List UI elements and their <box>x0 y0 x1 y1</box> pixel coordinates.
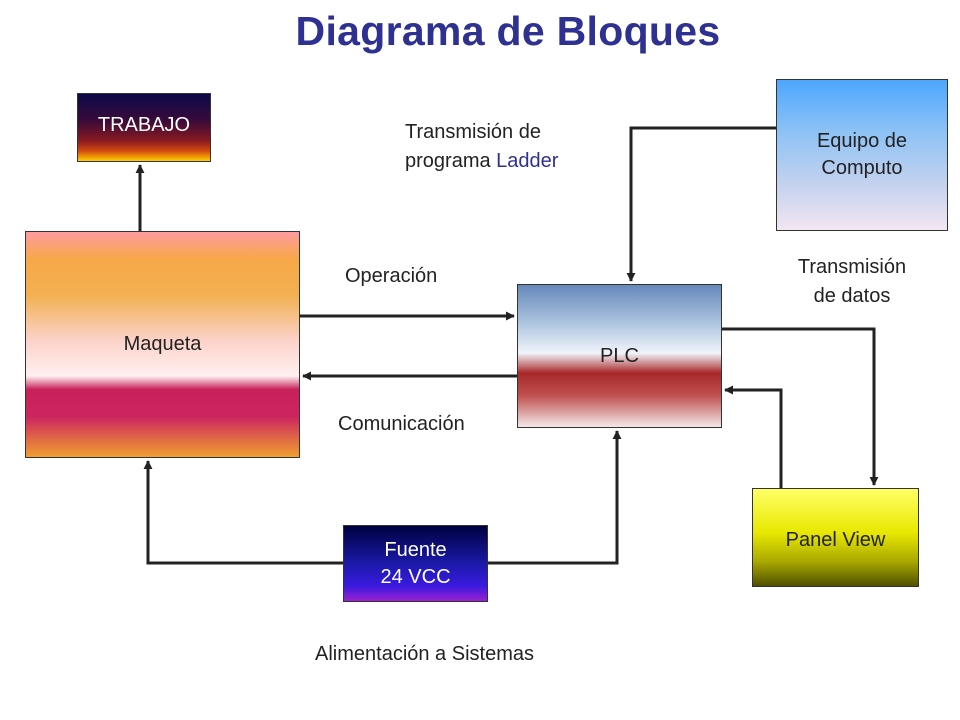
block-trabajo: TRABAJO <box>77 93 211 162</box>
block-fuente-label-line2: 24 VCC <box>380 565 451 588</box>
label-transmision-datos-line1: Transmisión <box>797 256 907 278</box>
block-maqueta: Maqueta <box>25 231 300 458</box>
block-fuente-label-line1: Fuente <box>384 538 447 561</box>
arrow-fuente-to-plc <box>488 430 622 565</box>
block-plc-label: PLC <box>600 344 639 367</box>
block-plc: PLC <box>517 284 722 428</box>
label-transmision-datos-line2: de datos <box>813 285 891 307</box>
arrow-fuente-to-maqueta <box>143 460 343 565</box>
block-equipo-de-computo: Equipo de Computo <box>776 79 948 231</box>
block-fuente-label: Fuente 24 VCC <box>380 537 450 591</box>
label-transmision-datos: Transmisión de datos <box>772 253 932 311</box>
label-programa-text: programa <box>405 150 497 172</box>
label-transmision-programa: Transmisión de programa Ladder <box>405 118 558 176</box>
label-comunicacion: Comunicación <box>338 413 465 435</box>
block-equipo-label-line2: Computo <box>821 157 903 179</box>
label-operacion: Operación <box>345 265 438 287</box>
block-fuente: Fuente 24 VCC <box>343 525 488 602</box>
arrow-panel-to-plc <box>724 385 783 488</box>
label-alimentacion: Alimentación a Sistemas <box>315 643 534 665</box>
arrow-plc-to-panel <box>722 327 879 486</box>
block-panel-label: Panel View <box>785 529 886 551</box>
block-equipo-label-line1: Equipo de <box>816 130 908 152</box>
page-title: Diagrama de Bloques <box>295 8 721 54</box>
block-equipo-label: Equipo de Computo <box>817 128 907 182</box>
label-transmision-programa-line2: programa Ladder <box>405 147 558 176</box>
block-maqueta-label: Maqueta <box>123 333 202 355</box>
label-transmision-programa-line1: Transmisión de <box>405 121 541 143</box>
arrow-equipo-to-plc <box>626 126 776 282</box>
block-trabajo-label: TRABAJO <box>97 114 191 136</box>
label-ladder-text: Ladder <box>496 150 559 172</box>
block-panel-view: Panel View <box>752 488 919 587</box>
